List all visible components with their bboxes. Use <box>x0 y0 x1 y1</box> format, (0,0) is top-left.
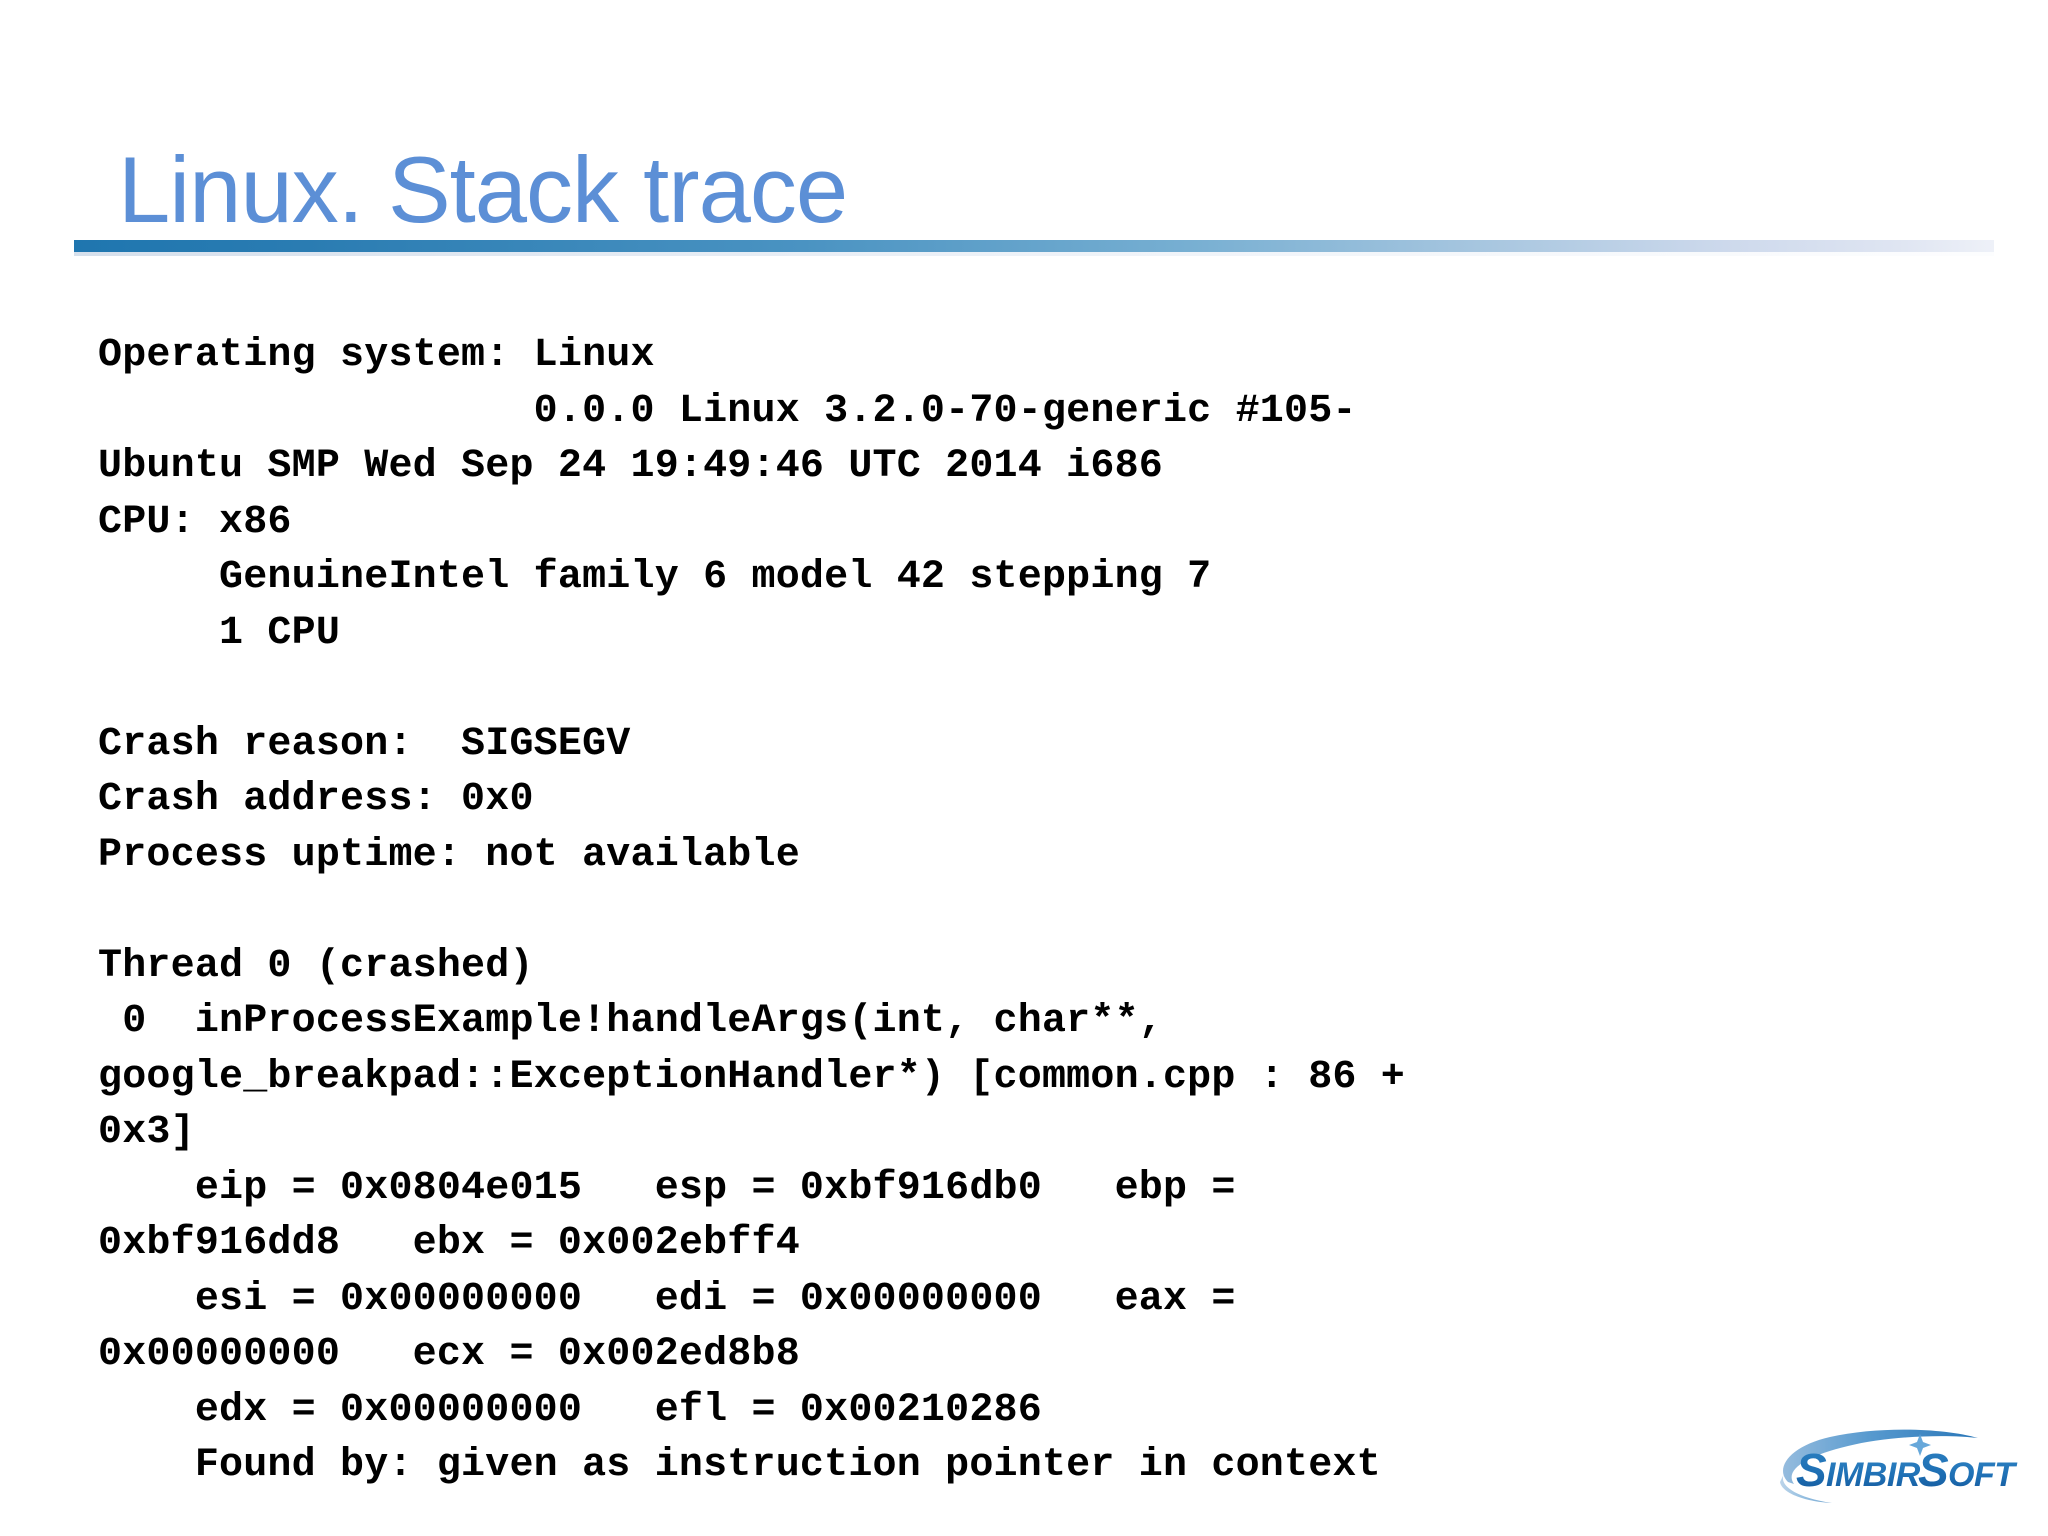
dump-line: 0 inProcessExample!handleArgs(int, char*… <box>98 999 1163 1044</box>
svg-text:S: S <box>1918 1444 1949 1496</box>
dump-line: CPU: x86 <box>98 499 292 545</box>
svg-text:S: S <box>1796 1444 1827 1496</box>
dump-line: 0x00000000 ecx = 0x002ed8b8 <box>98 1332 800 1377</box>
dump-line: Ubuntu SMP Wed Sep 24 19:49:46 UTC 2014 … <box>98 444 1163 489</box>
dump-line: 1 CPU <box>98 610 341 656</box>
dump-line: Thread 0 (crashed) <box>98 943 534 989</box>
dump-line: Operating system: Linux <box>98 333 655 378</box>
dump-line: GenuineIntel family 6 model 42 stepping … <box>98 555 1212 600</box>
crash-dump-text: Operating system: Linux 0.0.0 Linux 3.2.… <box>98 328 1978 1494</box>
dump-line: 0xbf916dd8 ebx = 0x002ebff4 <box>98 1221 800 1266</box>
dump-line: eip = 0x0804e015 esp = 0xbf916db0 ebp = <box>98 1165 1236 1211</box>
dump-line: google_breakpad::ExceptionHandler*) [com… <box>98 1054 1406 1100</box>
dump-line <box>98 661 1978 717</box>
svg-text:IMBIR: IMBIR <box>1826 1456 1921 1494</box>
dump-line: Crash address: 0x0 <box>98 777 534 822</box>
dump-line: 0.0.0 Linux 3.2.0-70-generic #105- <box>98 388 1357 434</box>
title-divider <box>74 240 1994 252</box>
dump-line: Process uptime: not available <box>98 832 800 878</box>
dump-line: Found by: given as instruction pointer i… <box>98 1443 1381 1488</box>
dump-line: edx = 0x00000000 efl = 0x00210286 <box>98 1387 1042 1433</box>
dump-line: esi = 0x00000000 edi = 0x00000000 eax = <box>98 1276 1236 1322</box>
title-divider-shadow <box>74 252 1994 256</box>
dump-line: Crash reason: SIGSEGV <box>98 721 631 767</box>
svg-text:OFT: OFT <box>1948 1456 2018 1494</box>
dump-line: 0x3] <box>98 1110 195 1155</box>
dump-line <box>98 883 1978 939</box>
simbirsoft-logo: S IMBIR S OFT <box>1768 1424 2024 1520</box>
page-title: Linux. Stack trace <box>118 136 848 242</box>
